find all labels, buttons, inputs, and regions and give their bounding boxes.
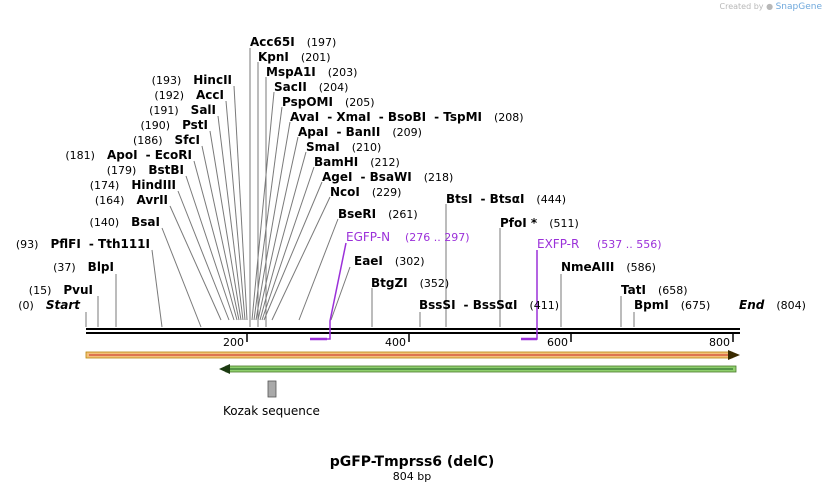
enzyme-label-blpi[interactable]: (37)BlpI — [53, 260, 114, 274]
enzyme-label-btsi-group[interactable]: BtsI- BtsαI(444) — [446, 192, 566, 206]
enzyme-label-bseri[interactable]: BseRI(261) — [338, 207, 418, 221]
enzyme-label-bsssi-group[interactable]: BssSI- BssSαI(411) — [419, 298, 559, 312]
enzyme-label-tati[interactable]: TatI(658) — [621, 283, 688, 297]
enzyme-label-hincii[interactable]: (193)HincII — [152, 73, 232, 87]
primer-exfp-r[interactable] — [521, 250, 538, 341]
kozak-feature[interactable] — [267, 380, 277, 398]
enzyme-label-avrii[interactable]: (164)AvrII — [95, 193, 168, 207]
plasmid-name: pGFP-Tmprss6 (delC) — [330, 454, 495, 470]
enzyme-label-avai-group[interactable]: AvaI- XmaI- BsoBI- TspMI(208) — [290, 110, 524, 124]
site-connector-lines — [85, 48, 635, 328]
credit-prefix: Created by — [719, 2, 764, 11]
plasmid-length: 804 bp — [393, 470, 431, 483]
enzyme-label-nmeaiii[interactable]: NmeAIII(586) — [561, 260, 656, 274]
enzyme-label-pspomi[interactable]: PspOMI(205) — [282, 95, 375, 109]
sequence-end-label: End(804) — [739, 298, 806, 312]
enzyme-label-btgzi[interactable]: BtgZI(352) — [371, 276, 449, 290]
tick-label: 800 — [709, 336, 730, 349]
primer-egfp-n[interactable] — [310, 242, 347, 341]
credit-brand: SnapGene — [775, 2, 822, 12]
enzyme-label-bamhi[interactable]: BamHI(212) — [314, 155, 400, 169]
primer-range: (537 .. 556) — [597, 238, 662, 251]
sequence-start-label: (0)Start — [18, 298, 81, 312]
enzyme-label-acci[interactable]: (192)AccI — [154, 88, 224, 102]
primer-label: EXFP-R — [537, 237, 579, 251]
snapgene-logo-icon: ● — [766, 2, 774, 11]
enzyme-label-bpmi[interactable]: BpmI(675) — [634, 298, 710, 312]
feature-arrow-reverse[interactable] — [219, 364, 737, 374]
enzyme-label-bsai[interactable]: (140)BsaI — [90, 215, 160, 229]
enzyme-label-bstbi[interactable]: (179)BstBI — [107, 163, 184, 177]
enzyme-label-smai[interactable]: SmaI(210) — [306, 140, 381, 154]
enzyme-label-apoi-group[interactable]: (181)ApoI- EcoRI — [65, 148, 192, 162]
feature-arrow-forward[interactable] — [85, 350, 740, 360]
enzyme-label-acc65i[interactable]: Acc65I(197) — [250, 35, 336, 49]
enzyme-label-kpni[interactable]: KpnI(201) — [258, 50, 331, 64]
enzyme-label-eaei[interactable]: EaeI(302) — [354, 254, 425, 268]
enzyme-label-pvui[interactable]: (15)PvuI — [29, 283, 93, 297]
enzyme-label-hindiii[interactable]: (174)HindIII — [90, 178, 176, 192]
primer-range: (276 .. 297) — [405, 231, 470, 244]
enzyme-label-pflfi-group[interactable]: (93)PflFI- Tth111I — [16, 237, 150, 251]
tick-label: 200 — [223, 336, 244, 349]
enzyme-label-pfoi[interactable]: PfoI *(511) — [500, 216, 579, 230]
enzyme-label-agei-group[interactable]: AgeI- BsaWI(218) — [322, 170, 453, 184]
credit-watermark: Created by ● SnapGene — [720, 2, 823, 12]
tick-label: 400 — [385, 336, 406, 349]
tick-label: 600 — [547, 336, 568, 349]
enzyme-label-ncoi[interactable]: NcoI(229) — [330, 185, 401, 199]
primer-label: EGFP-N — [346, 230, 390, 244]
enzyme-label-apai-group[interactable]: ApaI- BanII(209) — [298, 125, 422, 139]
enzyme-label-sali[interactable]: (191)SalI — [149, 103, 216, 117]
enzyme-label-sacii[interactable]: SacII(204) — [274, 80, 348, 94]
enzyme-label-mspa1i[interactable]: MspA1I(203) — [266, 65, 357, 79]
enzyme-label-psti[interactable]: (190)PstI — [140, 118, 208, 132]
sequence-backbone — [86, 328, 740, 342]
enzyme-label-sfci[interactable]: (186)SfcI — [133, 133, 200, 147]
feature-label-kozak: Kozak sequence — [223, 404, 320, 418]
